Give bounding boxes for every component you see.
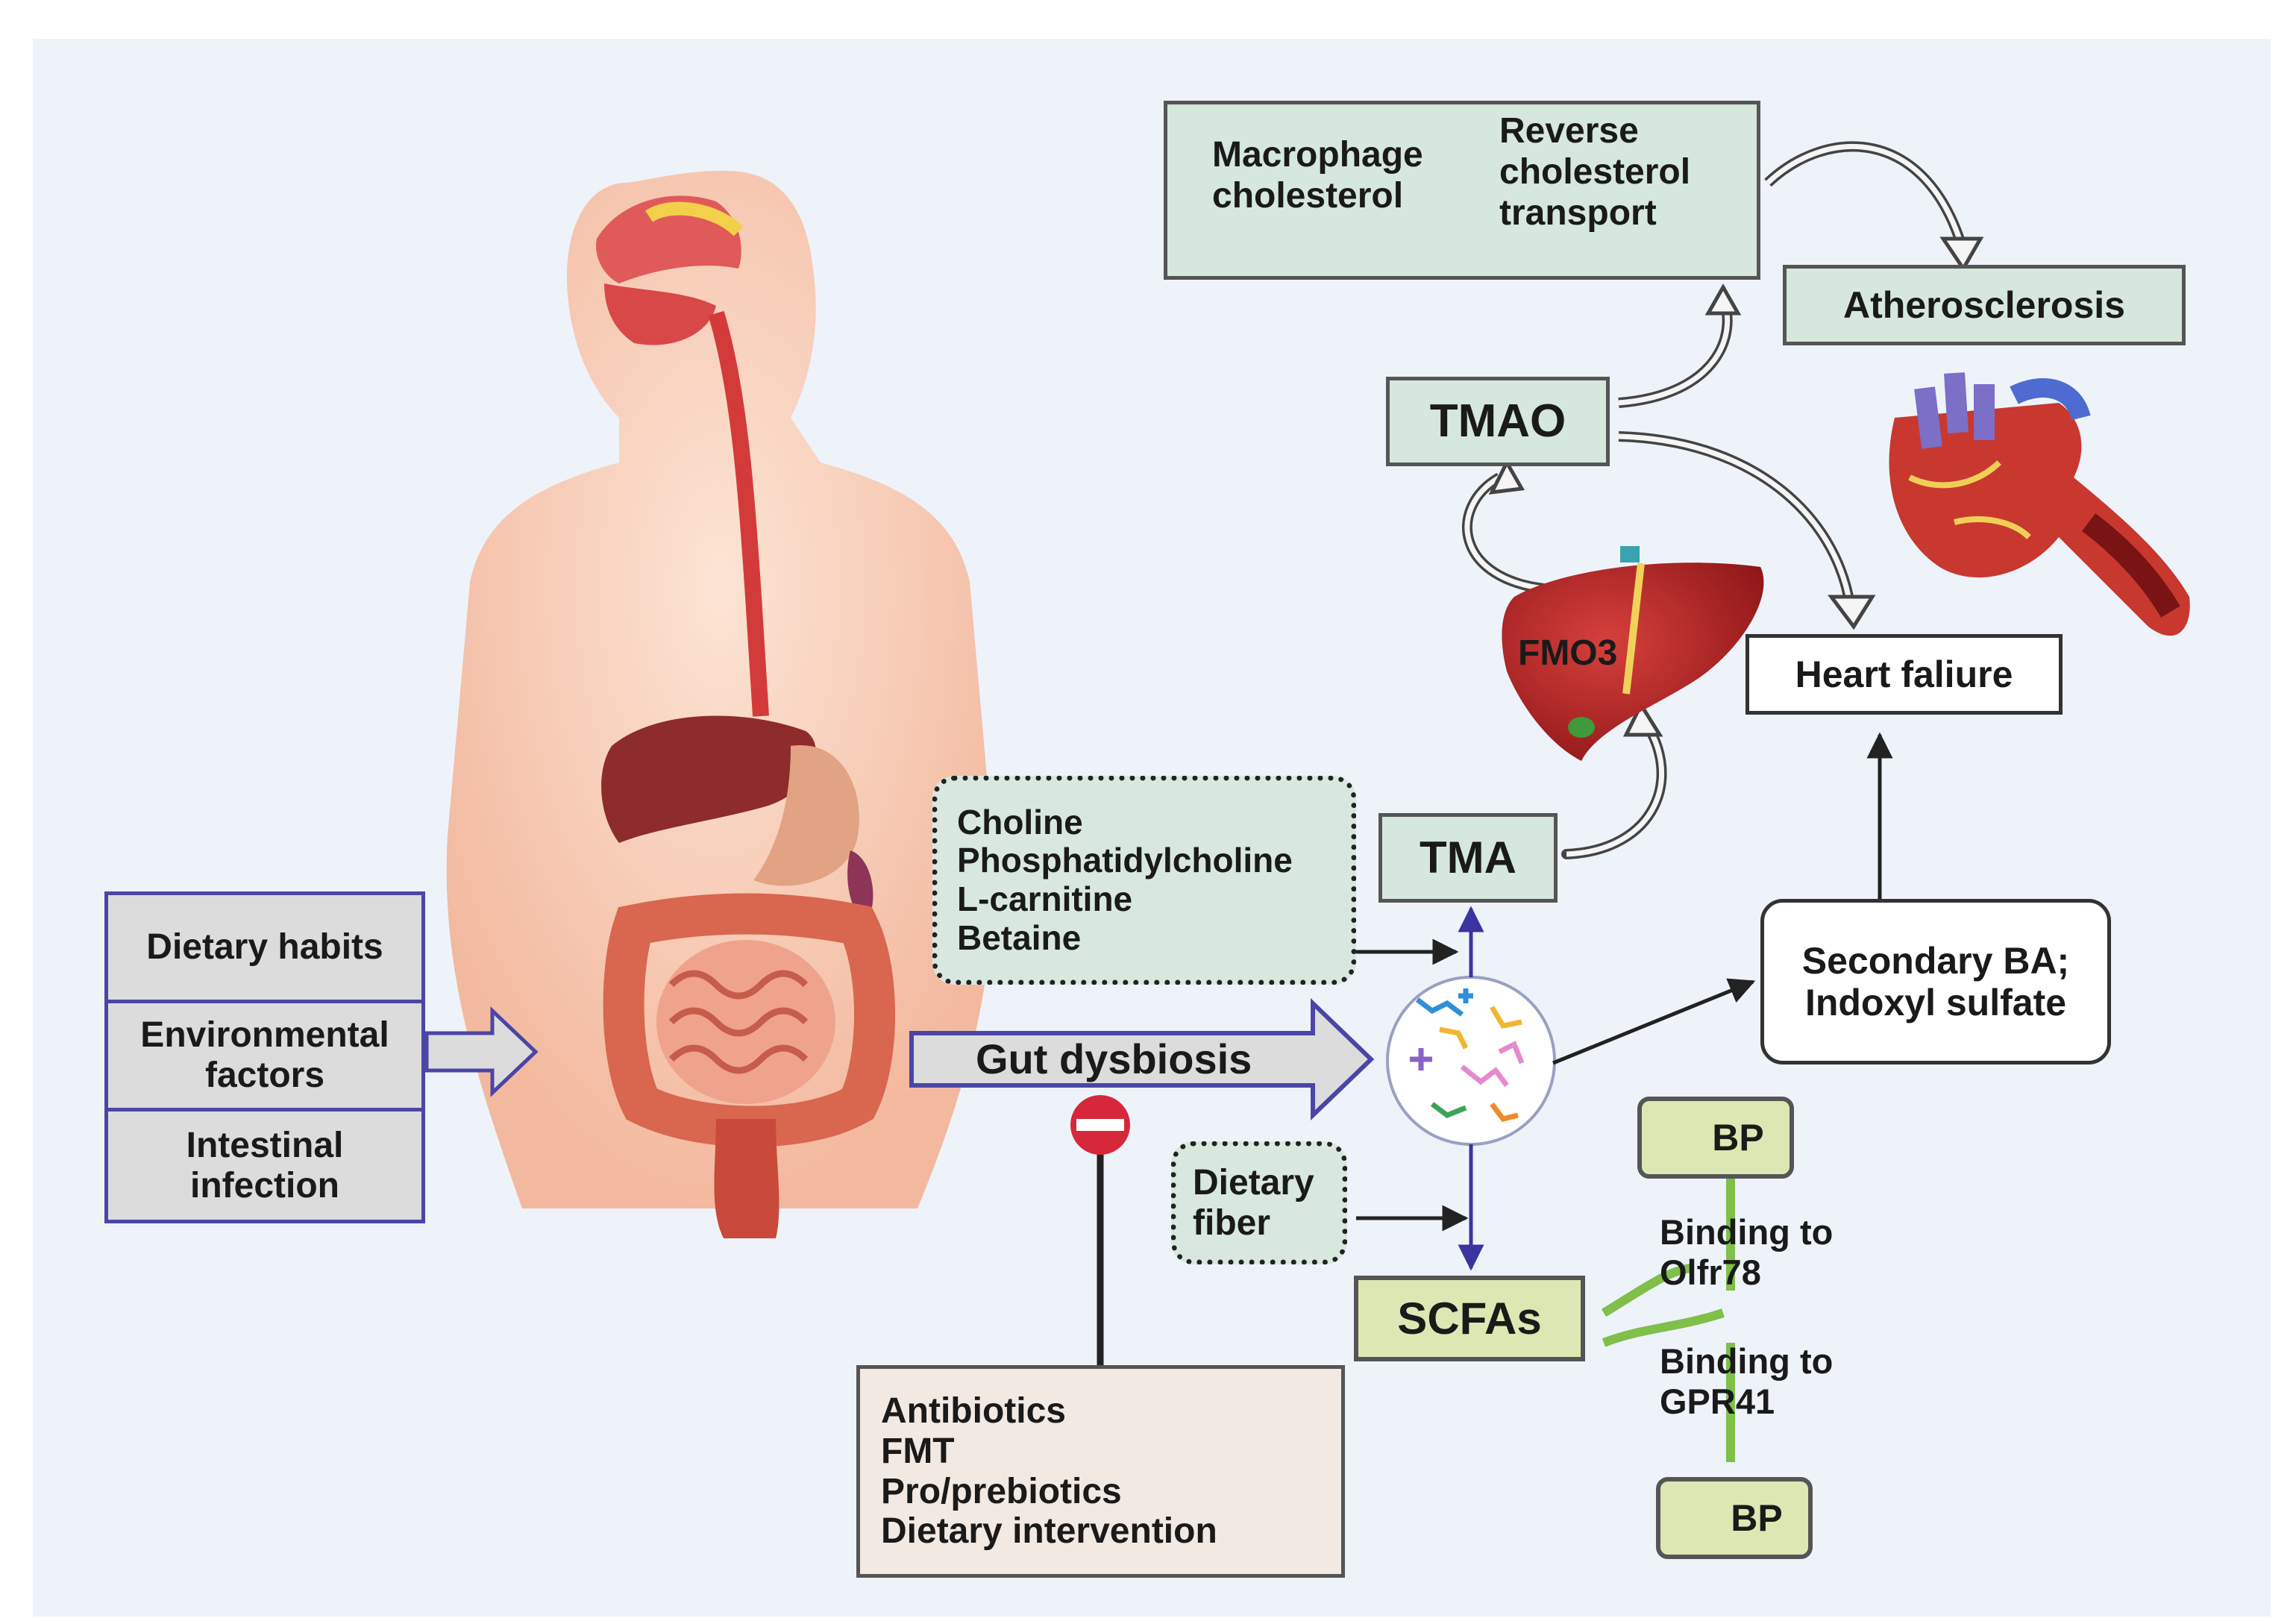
secondary-ba-box: Secondary BA; Indoxyl sulfate (1760, 899, 2111, 1065)
bp-down-label: BP (1731, 1497, 1783, 1539)
bp-down-box: BP (1656, 1477, 1813, 1559)
environmental-factors-label: Environmental factors (140, 1015, 389, 1095)
precursor-l-carnitine: L-carnitine (957, 880, 1133, 918)
gut-dysbiosis-label: Gut dysbiosis (976, 1035, 1252, 1082)
intervention-fmt: FMT (881, 1431, 955, 1471)
atherosclerosis-box: Atherosclerosis (1783, 265, 2186, 345)
microbiota-to-secondary-ba-arrow (1552, 978, 1756, 1065)
dietary-fiber-box: Dietary fiber (1171, 1141, 1347, 1264)
scfas-box: SCFAs (1354, 1276, 1585, 1361)
cholesterol-box (1164, 101, 1760, 280)
intestinal-infection-box: Intestinal infection (104, 1108, 425, 1223)
human-body-illustration (446, 170, 994, 1238)
curved-arrowheads (1488, 236, 1984, 737)
heart-failure-label: Heart faliure (1795, 653, 2013, 695)
bp-up-label: BP (1712, 1117, 1764, 1158)
liver-icon (1502, 546, 1764, 761)
precursor-betaine: Betaine (957, 918, 1082, 957)
dietary-habits-box: Dietary habits (104, 891, 425, 1003)
dietary-habits-label: Dietary habits (146, 927, 383, 968)
intestinal-infection-label: Intestinal infection (186, 1125, 344, 1205)
binding-olfr78-label: Binding to Olfr78 (1660, 1212, 1834, 1293)
tmao-box: TMAO (1386, 377, 1610, 466)
gut-dysbiosis-arrow (909, 997, 1375, 1121)
precursor-choline: Choline (957, 802, 1083, 841)
tma-label: TMA (1420, 833, 1516, 883)
heart-illustration (1889, 372, 2190, 636)
bp-up-box: BP (1637, 1097, 1794, 1179)
secondary-ba-label: Secondary BA; Indoxyl sulfate (1801, 940, 2070, 1023)
precursors-box: Choline Phosphatidylcholine L-carnitine … (932, 776, 1356, 985)
inputs-to-body-arrow (424, 1006, 539, 1097)
tmao-label: TMAO (1429, 395, 1566, 448)
environmental-factors-box: Environmental factors (104, 1000, 425, 1112)
bp-arrows (1601, 1179, 1735, 1462)
dietary-fiber-label: Dietary fiber (1193, 1162, 1314, 1243)
intervention-dietary: Dietary intervention (881, 1511, 1217, 1552)
intervention-antibiotics: Antibiotics (881, 1391, 1066, 1431)
intervention-prebiotics: Pro/prebiotics (881, 1471, 1122, 1511)
microbiota-icon (1386, 976, 1556, 1146)
heart-failure-box: Heart faliure (1745, 634, 2063, 715)
atherosclerosis-label: Atherosclerosis (1843, 284, 2125, 326)
reverse-cholesterol-transport-label: Reverse cholesterol transport (1499, 111, 1691, 233)
precursor-phosphatidylcholine: Phosphatidylcholine (957, 841, 1293, 880)
tma-box: TMA (1378, 813, 1558, 903)
binding-gpr41-label: Binding to GPR41 (1660, 1341, 1834, 1422)
scfas-label: SCFAs (1397, 1293, 1542, 1343)
fmo3-label: FMO3 (1518, 633, 1618, 673)
macrophage-cholesterol-label: Macrophage cholesterol (1212, 135, 1423, 216)
stop-sign-icon (1070, 1095, 1130, 1155)
interventions-box: Antibiotics FMT Pro/prebiotics Dietary i… (856, 1365, 1345, 1578)
